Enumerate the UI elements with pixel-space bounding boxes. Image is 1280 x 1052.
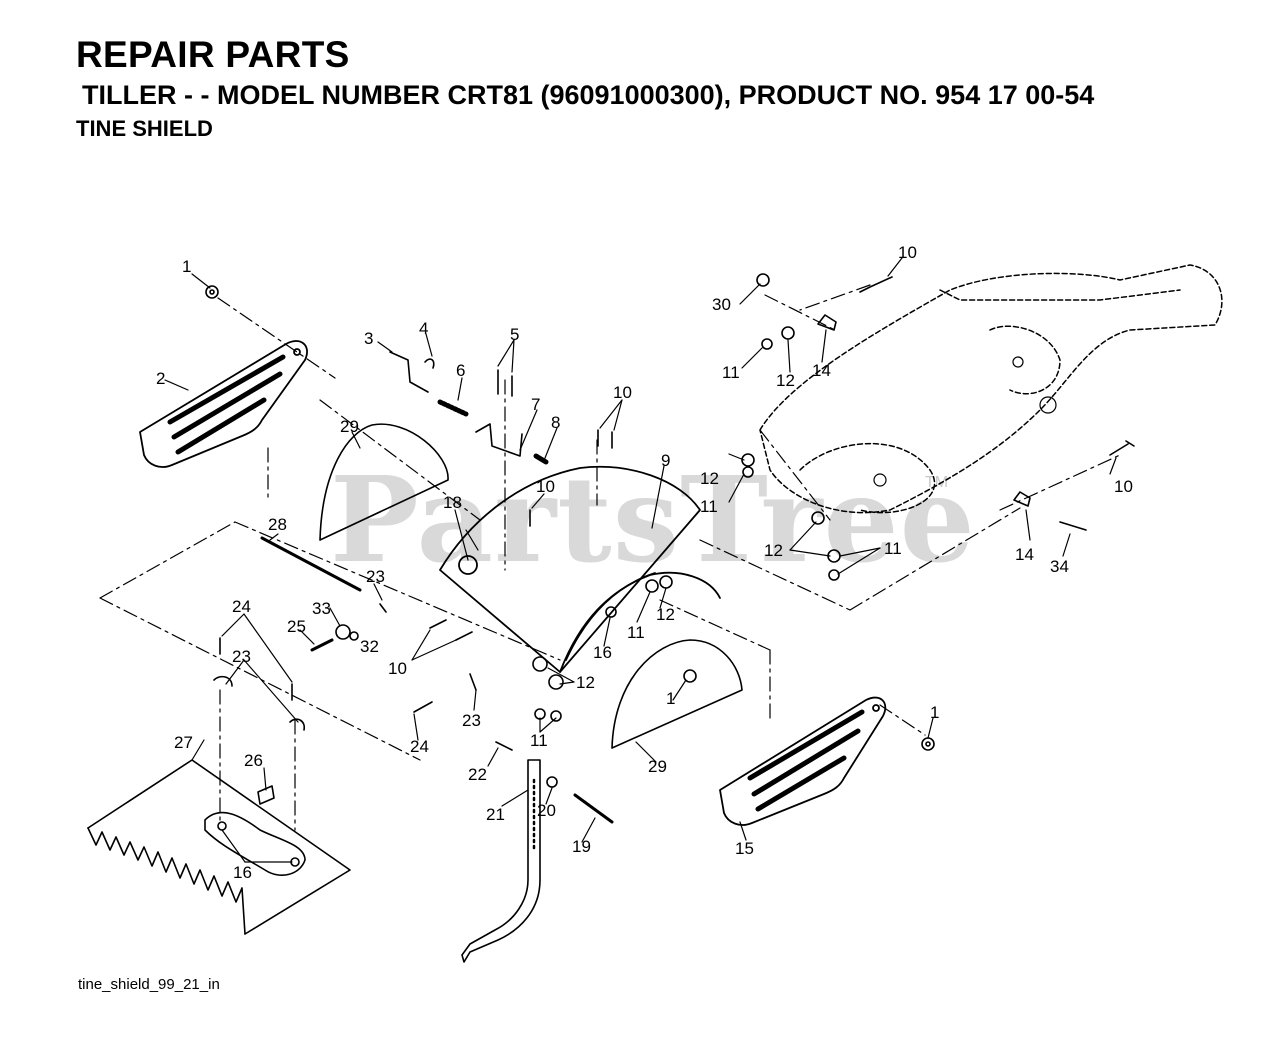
depth-bar: [461, 759, 541, 963]
right-side-shield: [719, 696, 887, 826]
tiller-body-outline: [759, 264, 1223, 514]
rod: [260, 536, 362, 592]
page-title: REPAIR PARTS: [76, 34, 350, 75]
callout-4: 4: [419, 319, 429, 338]
callout-23: 23: [366, 567, 385, 586]
callout-28: 28: [268, 515, 287, 534]
callout-6: 6: [456, 361, 466, 380]
callout-29: 29: [340, 417, 359, 436]
callout-10: 10: [898, 243, 917, 262]
callout-24: 24: [410, 737, 429, 756]
callout-5: 5: [510, 325, 520, 344]
callout-11: 11: [722, 363, 740, 382]
callout-12: 12: [656, 605, 675, 624]
callout-23: 23: [462, 711, 481, 730]
callout-10: 10: [613, 383, 632, 402]
callout-2: 2: [156, 369, 166, 388]
watermark-tm: TM: [925, 474, 949, 491]
callout-7: 7: [531, 395, 541, 414]
right-side-plate: [611, 639, 743, 749]
callout-11: 11: [700, 497, 718, 516]
callout-8: 8: [551, 413, 561, 432]
callout-1: 1: [182, 257, 192, 276]
main-tine-shield: [439, 466, 721, 673]
callout-34: 34: [1050, 557, 1069, 576]
callout-12: 12: [776, 371, 795, 390]
callout-9: 9: [661, 451, 671, 470]
callout-19: 19: [572, 837, 591, 856]
callout-23: 23: [232, 647, 251, 666]
section-title: TINE SHIELD: [76, 116, 213, 141]
latch-assembly: [389, 351, 549, 465]
callout-21: 21: [486, 805, 505, 824]
callout-14: 14: [812, 361, 831, 380]
callout-24: 24: [232, 597, 251, 616]
callout-1: 1: [930, 703, 940, 722]
callout-10: 10: [388, 659, 407, 678]
callout-26: 26: [244, 751, 263, 770]
callout-10: 10: [536, 477, 555, 496]
callout-15: 15: [735, 839, 754, 858]
callout-12: 12: [700, 469, 719, 488]
deflector-plate: [87, 759, 351, 935]
callout-12: 12: [576, 673, 595, 692]
callout-16: 16: [233, 863, 252, 882]
callout-20: 20: [537, 801, 556, 820]
callout-18: 18: [443, 493, 462, 512]
left-side-plate: [319, 423, 449, 541]
callout-10: 10: [1114, 477, 1133, 496]
callout-11: 11: [884, 539, 902, 558]
callout-14: 14: [1015, 545, 1034, 564]
callout-25: 25: [287, 617, 306, 636]
tiller-body-details: [873, 356, 1057, 487]
callout-22: 22: [468, 765, 487, 784]
callout-1: 1: [666, 689, 676, 708]
assembly-lines: [99, 284, 1121, 831]
callout-33: 33: [312, 599, 331, 618]
callout-12: 12: [764, 541, 783, 560]
callout-30: 30: [712, 295, 731, 314]
callout-16: 16: [593, 643, 612, 662]
pin-left: [310, 638, 334, 652]
left-side-shield: [139, 340, 308, 468]
callout-29: 29: [648, 757, 667, 776]
callout-27: 27: [174, 733, 193, 752]
callout-32: 32: [360, 637, 379, 656]
callout-11: 11: [530, 731, 548, 750]
hardware: [205, 273, 1135, 805]
pin-right: [573, 793, 614, 824]
callout-3: 3: [364, 329, 374, 348]
callout-11: 11: [627, 623, 645, 642]
drawing-id: tine_shield_99_21_in: [78, 976, 220, 993]
model-subtitle: TILLER - - MODEL NUMBER CRT81 (960910003…: [82, 80, 1095, 110]
leader-lines: [164, 257, 1117, 863]
